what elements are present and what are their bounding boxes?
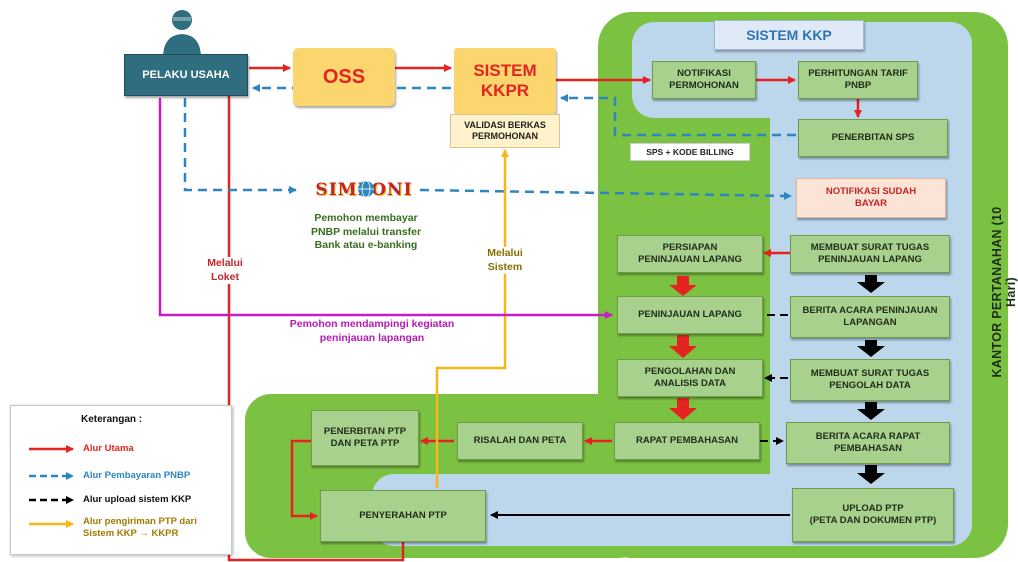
sps-kode-billing-label: SPS + KODE BILLING: [630, 143, 750, 161]
sistem-kkp-title-box: SISTEM KKP: [714, 20, 864, 50]
penerbitan-ptp-box: PENERBITAN PTP DAN PETA PTP: [311, 410, 419, 466]
notifikasi-permohonan-box: NOTIFIKASI PERMOHONAN: [652, 61, 756, 99]
penyerahan-ptp-box: PENYERAHAN PTP: [320, 490, 486, 542]
legend-item-payment: Alur Pembayaran PNBP: [83, 470, 191, 481]
notifikasi-bayar-box: NOTIFIKASI SUDAH BAYAR: [796, 178, 946, 218]
upload-ptp-box: UPLOAD PTP (PETA DAN DOKUMEN PTP): [792, 488, 954, 542]
legend-title: Keterangan :: [81, 414, 143, 425]
user-avatar-icon: [160, 8, 204, 58]
surat-tugas-peninjauan-box: MEMBUAT SURAT TUGAS PENINJAUAN LAPANG: [790, 235, 950, 273]
validasi-berkas-label: VALIDASI BERKAS PERMOHONAN: [464, 119, 546, 141]
pelaku-usaha-label: PELAKU USAHA: [142, 69, 230, 81]
berita-acara-peninjauan-box: BERITA ACARA PENINJAUAN LAPANGAN: [790, 296, 950, 338]
oss-box: OSS: [293, 48, 395, 106]
legend-swatches: [29, 445, 74, 528]
sistem-kkp-title: SISTEM KKP: [746, 27, 832, 43]
surat-tugas-pengolah-box: MEMBUAT SURAT TUGAS PENGOLAH DATA: [790, 359, 950, 401]
penerbitan-sps-box: PENERBITAN SPS: [798, 119, 948, 157]
perhitungan-tarif-box: PERHITUNGAN TARIF PNBP: [798, 61, 918, 99]
legend-item-upload: Alur upload sistem KKP: [83, 494, 192, 505]
rapat-pembahasan-box: RAPAT PEMBAHASAN: [614, 422, 760, 460]
pendampingan-label: Pemohon mendampingi kegiatan peninjauan …: [289, 318, 455, 344]
globe-icon: [357, 180, 375, 198]
peninjauan-lapang-box: PENINJAUAN LAPANG: [617, 296, 763, 334]
oss-label: OSS: [322, 65, 366, 88]
melalui-sistem-label: Melalui Sistem: [466, 247, 544, 275]
simponi-caption: Pemohon membayar PNBP melalui transfer B…: [310, 212, 422, 252]
legend: Keterangan : Alur Utama Alur Pembayaran …: [10, 405, 232, 555]
validasi-berkas-box: VALIDASI BERKAS PERMOHONAN: [450, 114, 560, 148]
legend-item-main: Alur Utama: [83, 443, 134, 454]
legend-item-ptp: Alur pengiriman PTP dari Sistem KKP → KK…: [83, 516, 197, 539]
melalui-loket-label: Melalui Loket: [190, 257, 260, 285]
persiapan-peninjauan-box: PERSIAPAN PENINJAUAN LAPANG: [617, 235, 763, 273]
sistem-kkpr-label: SISTEM KKPR: [473, 61, 537, 100]
risalah-peta-box: RISALAH DAN PETA: [457, 422, 583, 460]
pelaku-usaha-box: PELAKU USAHA: [124, 54, 248, 96]
berita-acara-rapat-box: BERITA ACARA RAPAT PEMBAHASAN: [786, 422, 950, 464]
sistem-kkpr-box: SISTEM KKPR: [454, 48, 556, 114]
pengolahan-analisis-box: PENGOLAHAN DAN ANALISIS DATA: [617, 359, 763, 397]
